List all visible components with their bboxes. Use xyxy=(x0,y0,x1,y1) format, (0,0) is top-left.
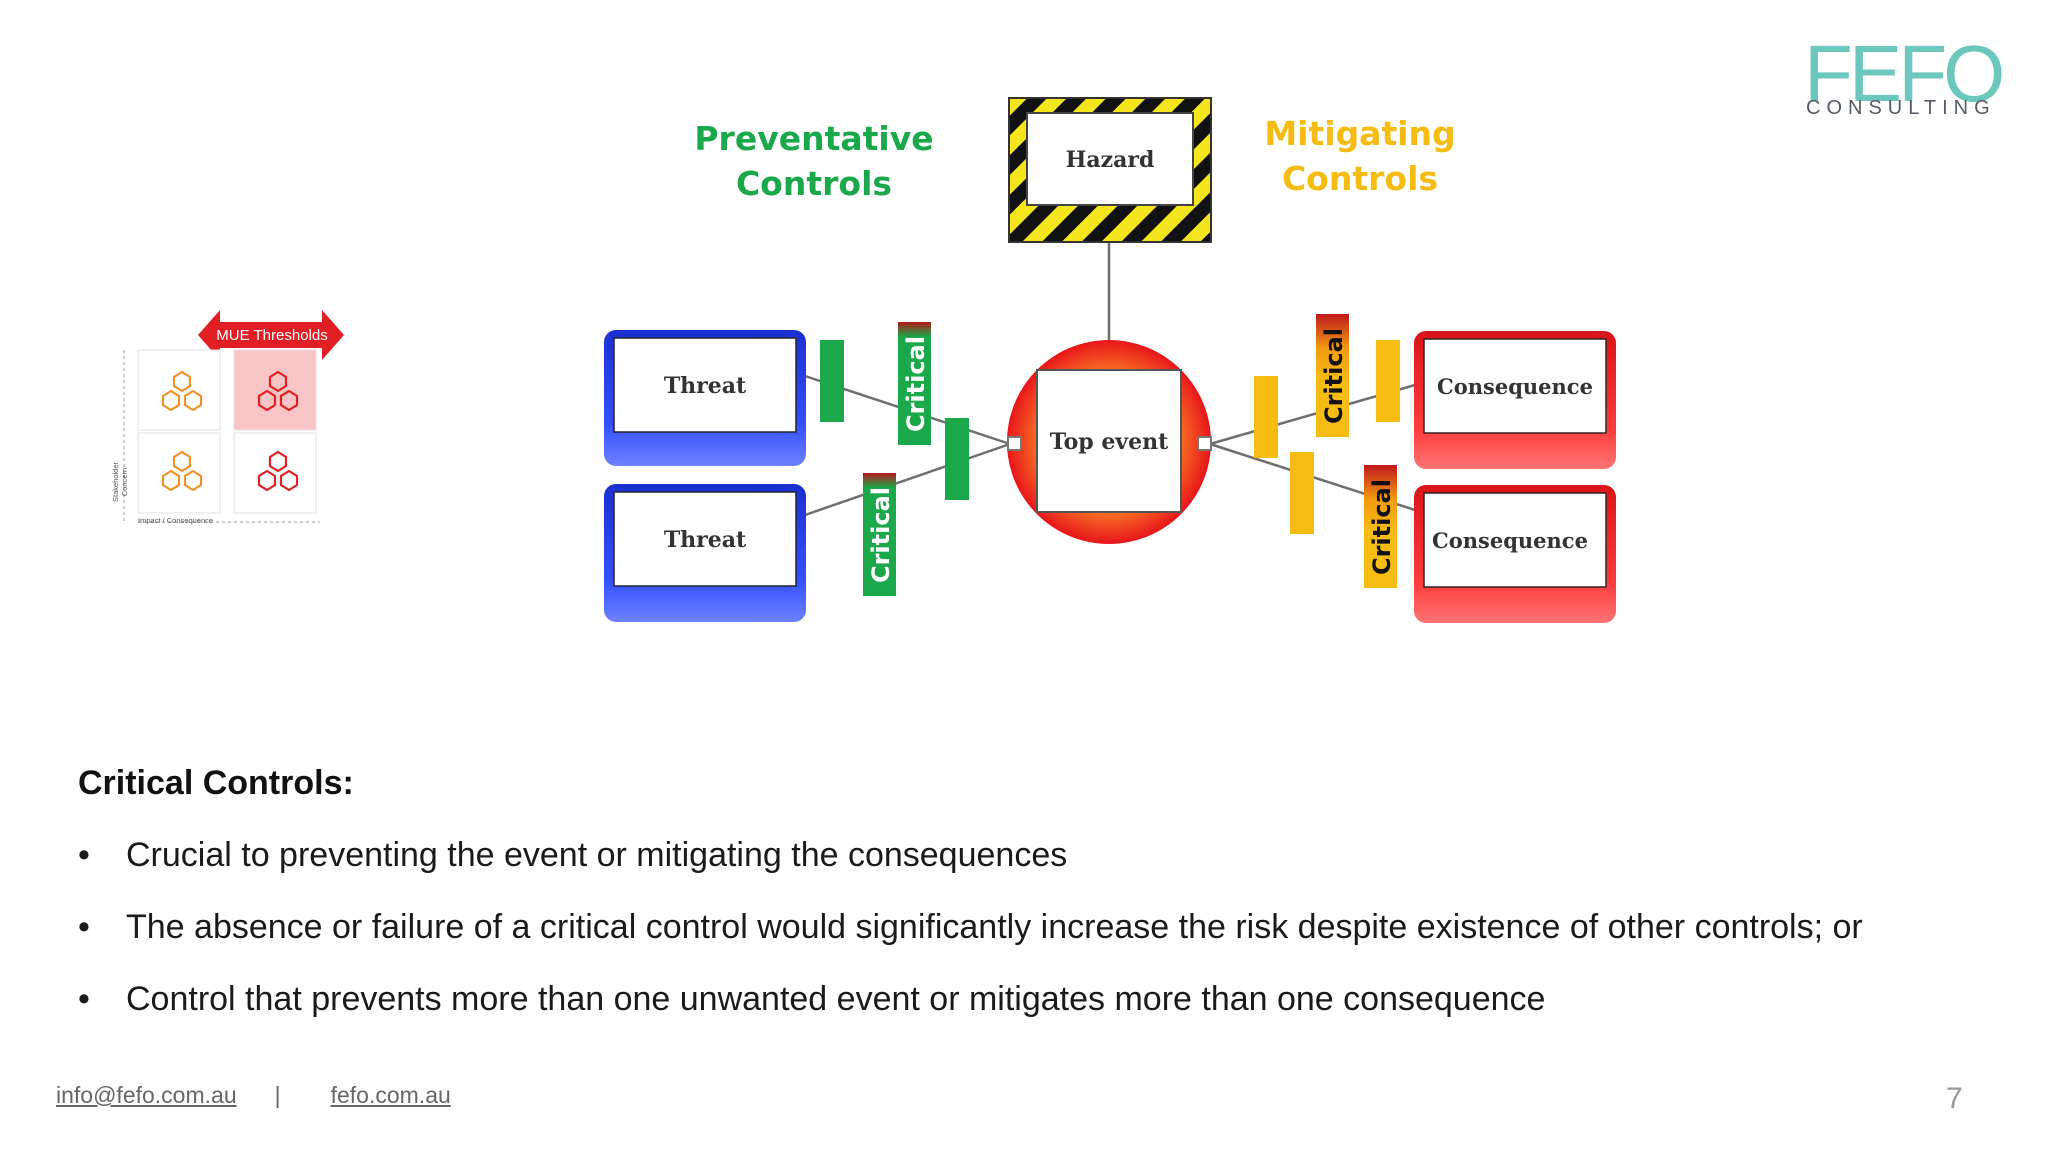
bullet-item-3: • Control that prevents more than one unw… xyxy=(78,980,1545,1019)
preventative-control-2 xyxy=(945,418,969,500)
logo-wordmark: FEFO xyxy=(1804,29,2005,118)
consequence-label-2: Consequence xyxy=(1432,528,1588,553)
bullet-text-1: Crucial to preventing the event or mitig… xyxy=(126,836,1068,874)
consequence-label-1: Consequence xyxy=(1437,374,1593,399)
hexagon-icon-cluster-1 xyxy=(161,370,203,412)
mue-threshold-arrow: MUE Thresholds xyxy=(198,310,344,360)
logo-subtitle: CONSULTING xyxy=(1806,97,1996,119)
mue-threshold-label: MUE Thresholds xyxy=(216,327,327,344)
top-event-label: Top event xyxy=(1050,429,1169,455)
matrix-y-axis-label-2: Concern xyxy=(120,468,129,496)
mitigating-control-3 xyxy=(1290,452,1314,534)
mitigating-control-2 xyxy=(1376,340,1400,422)
preventative-critical-control-1: Critical xyxy=(898,322,931,445)
bullet-item-1: • Crucial to preventing the event or miti… xyxy=(78,836,1067,875)
hazard-node: Hazard xyxy=(1008,97,1212,243)
page-number: 7 xyxy=(1946,1082,1963,1115)
threat-node-1: Threat xyxy=(604,330,806,466)
preventative-critical-control-2: Critical xyxy=(863,473,896,596)
critical-label-1: Critical xyxy=(902,336,930,432)
left-junction xyxy=(1007,436,1022,451)
mitigating-title-line2: Controls xyxy=(1282,159,1438,198)
footer: info@fefo.com.au | fefo.com.au xyxy=(56,1082,451,1109)
website-link[interactable]: fefo.com.au xyxy=(330,1082,451,1108)
critical-label-4: Critical xyxy=(1368,479,1396,575)
right-junction xyxy=(1197,436,1212,451)
mitigating-title-line1: Mitigating xyxy=(1264,114,1455,153)
bullet-icon: • xyxy=(78,908,90,946)
preventative-title-line2: Controls xyxy=(736,164,892,203)
matrix-y-axis-label-1: Stakeholder xyxy=(111,461,120,502)
top-event-node: Top event xyxy=(1007,340,1211,544)
hazard-label: Hazard xyxy=(1066,147,1155,173)
mue-risk-matrix: MUE Thresholds Stakeholder Concern Impac… xyxy=(111,310,344,525)
email-link[interactable]: info@fefo.com.au xyxy=(56,1082,237,1108)
bullet-item-2: • The absence or failure of a critical co… xyxy=(78,908,1863,947)
threat-label-1: Threat xyxy=(664,373,747,399)
bullet-text-3: Control that prevents more than one unwa… xyxy=(126,980,1546,1018)
mitigating-critical-control-2: Critical xyxy=(1364,465,1397,588)
threat-node-2: Threat xyxy=(604,484,806,622)
bullet-icon: • xyxy=(78,836,90,874)
bullet-text-2: The absence or failure of a critical con… xyxy=(126,908,1863,946)
consequence-node-2: Consequence xyxy=(1414,485,1616,623)
critical-controls-heading: Critical Controls: xyxy=(78,764,354,802)
threat-label-2: Threat xyxy=(664,527,747,553)
hexagon-icon-cluster-4 xyxy=(257,450,299,492)
mitigating-critical-control-1: Critical xyxy=(1316,314,1349,437)
preventative-title-line1: Preventative xyxy=(694,119,933,158)
mitigating-control-1 xyxy=(1254,376,1278,458)
fefo-logo: FEFO CONSULTING xyxy=(1794,34,2010,130)
preventative-control-1 xyxy=(820,340,844,422)
matrix-x-axis-label: Impact / Consequence xyxy=(138,516,213,525)
bullet-icon: • xyxy=(78,980,90,1018)
hexagon-icon-cluster-2 xyxy=(257,370,299,412)
footer-separator: | xyxy=(274,1082,281,1108)
critical-label-2: Critical xyxy=(867,487,895,583)
critical-label-3: Critical xyxy=(1320,328,1348,424)
hexagon-icon-cluster-3 xyxy=(161,450,203,492)
bowtie-diagram: Preventative Controls Mitigating Control… xyxy=(604,97,1616,623)
consequence-node-1: Consequence xyxy=(1414,331,1616,469)
